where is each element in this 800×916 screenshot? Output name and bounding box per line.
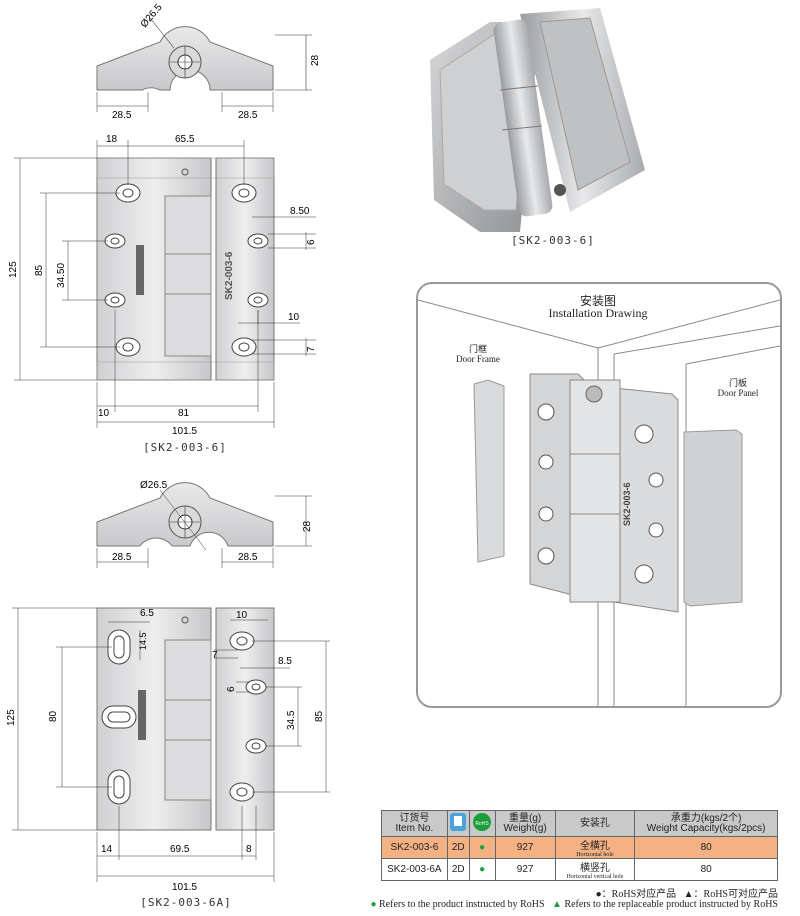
legend-line-2: ● Refers to the product instructed by Ro… xyxy=(300,899,778,910)
caption-view-1: [SK2-003-6] xyxy=(143,441,227,454)
dim-85-r: 8.5 xyxy=(278,656,292,667)
dim-b1015-2: 101.5 xyxy=(172,882,197,893)
panel-label-cn: 门板 xyxy=(728,378,747,388)
dim-6-2: 6 xyxy=(226,686,237,692)
th-weight: 重量(g)Weight(g) xyxy=(494,810,556,837)
installation-panel: SK2-003-6 安装图 Installation Drawing 门框 Do… xyxy=(416,282,782,708)
cell-item: SK2-003-6 xyxy=(381,836,448,859)
technical-drawings: Ø26.5 28 28.5 28.5 SK2-003-6 xyxy=(6,2,330,893)
caption-view-2: [SK2-003-6A] xyxy=(140,896,232,909)
cell-rohs: ● xyxy=(468,836,496,859)
side-profile-2: Ø26.5 28 28.5 28.5 xyxy=(96,480,313,568)
dim-6-1: 6 xyxy=(306,239,317,245)
frame-label-en: Door Frame xyxy=(456,354,500,364)
legend-rohs-replaceable-en: Refers to the replaceable product instru… xyxy=(564,899,778,910)
front-view-1: SK2-003-6 18 65.5 125 85 34.50 8.50 6 xyxy=(8,134,317,437)
dim-28-1: 28 xyxy=(310,54,321,66)
dim-655: 65.5 xyxy=(175,134,195,145)
cell-capacity: 80 xyxy=(634,836,778,859)
dim-b10: 10 xyxy=(98,408,110,419)
side-profile-1: Ø26.5 28 28.5 28.5 xyxy=(96,2,321,121)
dim-125-1: 125 xyxy=(8,261,19,278)
legend-rohs-en: Refers to the product instructed by RoHS xyxy=(379,899,545,910)
dim-85-v2: 85 xyxy=(314,710,325,722)
dim-18: 18 xyxy=(106,134,118,145)
dim-145: 14.5 xyxy=(138,632,148,650)
th-cad xyxy=(446,810,470,837)
dim-285-left-1: 28.5 xyxy=(112,110,132,121)
install-engrave: SK2-003-6 xyxy=(622,482,632,526)
cell-cad: 2D xyxy=(446,858,470,881)
engrave-text-1: SK2-003-6 xyxy=(224,251,235,300)
svg-text:RoHS: RoHS xyxy=(476,821,490,827)
green-triangle-icon: ▲ xyxy=(552,899,562,910)
install-title-cn: 安装图 xyxy=(579,294,616,308)
dim-85-1: 85 xyxy=(34,264,45,276)
front-view-2: 6.5 14.5 10 7 8.5 6 125 80 34.5 85 14 69… xyxy=(6,607,330,893)
cell-cad: 2D xyxy=(446,836,470,859)
th-hole: 安装孔 xyxy=(554,810,636,837)
dim-7-1: 7 xyxy=(306,346,317,352)
install-title-en: Installation Drawing xyxy=(548,306,648,320)
dim-125-2: 125 xyxy=(6,709,17,726)
legend-line-1: ●：RoHS对应产品 ▲：RoHS可对应产品 xyxy=(560,885,778,900)
dim-345: 34.5 xyxy=(286,710,297,730)
dim-dia-1: Ø26.5 xyxy=(139,2,165,30)
dim-b8: 8 xyxy=(246,844,252,855)
dim-3450: 34.50 xyxy=(56,263,67,288)
rohs-dot-icon: ● xyxy=(479,864,486,875)
dim-10-1: 10 xyxy=(288,312,300,323)
legend-rohs-replaceable: ▲：RoHS可对应产品 xyxy=(683,889,778,900)
cad-icon xyxy=(450,813,467,831)
dim-28-2: 28 xyxy=(302,520,313,532)
th-capacity: 承重力(kgs/2个)Weight Capacity(kgs/2pcs) xyxy=(634,810,778,837)
dim-7-2: 7 xyxy=(212,650,218,661)
cell-capacity: 80 xyxy=(634,858,778,881)
dim-850: 8.50 xyxy=(290,206,310,217)
green-dot-icon: ● xyxy=(370,899,377,910)
product-photo xyxy=(430,8,645,232)
dim-10-2: 10 xyxy=(236,610,248,621)
caption-photo: [SK2-003-6] xyxy=(511,234,595,247)
dim-dia-2: Ø26.5 xyxy=(140,480,168,491)
dim-285-right-2: 28.5 xyxy=(238,552,258,563)
cell-rohs: ● xyxy=(468,858,496,881)
frame-label-cn: 门框 xyxy=(468,344,487,354)
dim-285-left-2: 28.5 xyxy=(112,552,132,563)
dim-b1015: 101.5 xyxy=(172,426,197,437)
cell-weight: 927 xyxy=(494,858,556,881)
rohs-icon: RoHS xyxy=(473,813,492,831)
dim-b695: 69.5 xyxy=(170,844,190,855)
dim-b14: 14 xyxy=(101,844,113,855)
legend-rohs: ●：RoHS对应产品 xyxy=(595,889,677,900)
rohs-dot-icon: ● xyxy=(479,842,486,853)
dim-65-2: 6.5 xyxy=(140,608,154,619)
th-rohs: RoHS xyxy=(468,810,496,837)
dim-b81: 81 xyxy=(178,408,190,419)
installation-svg: SK2-003-6 xyxy=(418,299,780,706)
dim-80: 80 xyxy=(48,710,59,722)
dim-285-right-1: 28.5 xyxy=(238,110,258,121)
cell-item: SK2-003-6A xyxy=(381,858,448,881)
cell-weight: 927 xyxy=(494,836,556,859)
panel-label-en: Door Panel xyxy=(717,388,759,398)
